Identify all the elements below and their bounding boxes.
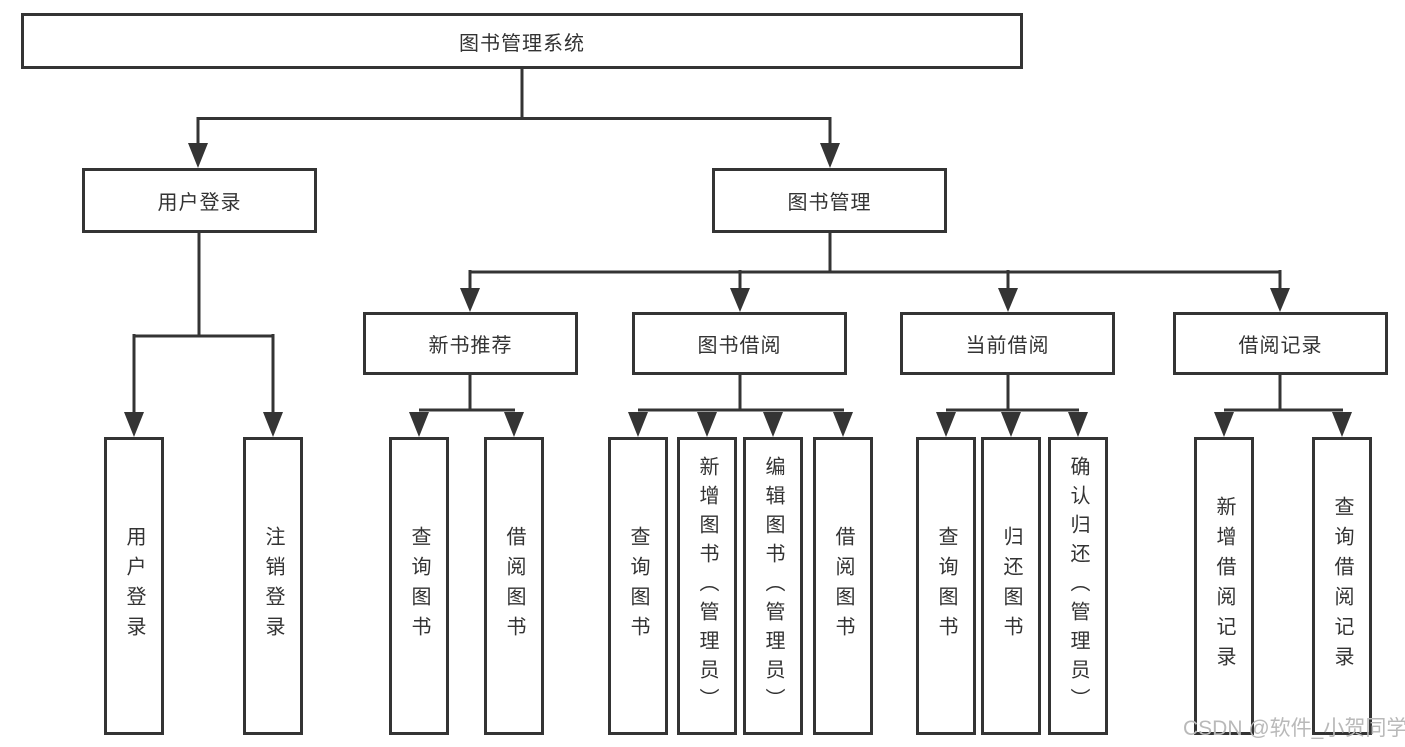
leaf-return-books: 归还图书 xyxy=(981,437,1041,735)
node-current-borrowing: 当前借阅 xyxy=(900,312,1115,375)
leaf-borrow-books-borrowing: 借阅图书 xyxy=(813,437,873,735)
node-label: 图书管理 xyxy=(787,192,872,214)
leaf-query-books-newbook: 查询图书 xyxy=(389,437,449,735)
node-label: 新书推荐 xyxy=(428,335,513,357)
leaf-add-borrow-record: 新增借阅记录 xyxy=(1194,437,1254,735)
node-label: 图书借阅 xyxy=(697,335,782,357)
leaf-add-books-admin: 新增图书（管理员） xyxy=(677,437,737,735)
leaf-user-login: 用户登录 xyxy=(104,437,164,735)
leaf-borrow-books-newbook: 借阅图书 xyxy=(484,437,544,735)
leaf-confirm-return-admin: 确认归还（管理员） xyxy=(1048,437,1108,735)
leaf-logout: 注销登录 xyxy=(243,437,303,735)
leaf-query-borrow-record: 查询借阅记录 xyxy=(1312,437,1372,735)
node-book-borrowing: 图书借阅 xyxy=(632,312,847,375)
node-user-login: 用户登录 xyxy=(82,168,317,233)
node-label: 用户登录 xyxy=(157,192,242,214)
leaf-query-books-current: 查询图书 xyxy=(916,437,976,735)
leaf-query-books-borrowing: 查询图书 xyxy=(608,437,668,735)
node-new-book-recommendation: 新书推荐 xyxy=(363,312,578,375)
node-label: 当前借阅 xyxy=(965,335,1050,357)
node-label: 图书管理系统 xyxy=(459,32,585,55)
node-book-management: 图书管理 xyxy=(712,168,947,233)
leaf-edit-books-admin: 编辑图书（管理员） xyxy=(743,437,803,735)
node-label: 借阅记录 xyxy=(1238,335,1323,357)
node-root-library-system: 图书管理系统 xyxy=(21,13,1023,69)
node-borrowing-records: 借阅记录 xyxy=(1173,312,1388,375)
csdn-watermark: CSDN @软件_小贺同学 xyxy=(1183,717,1405,740)
